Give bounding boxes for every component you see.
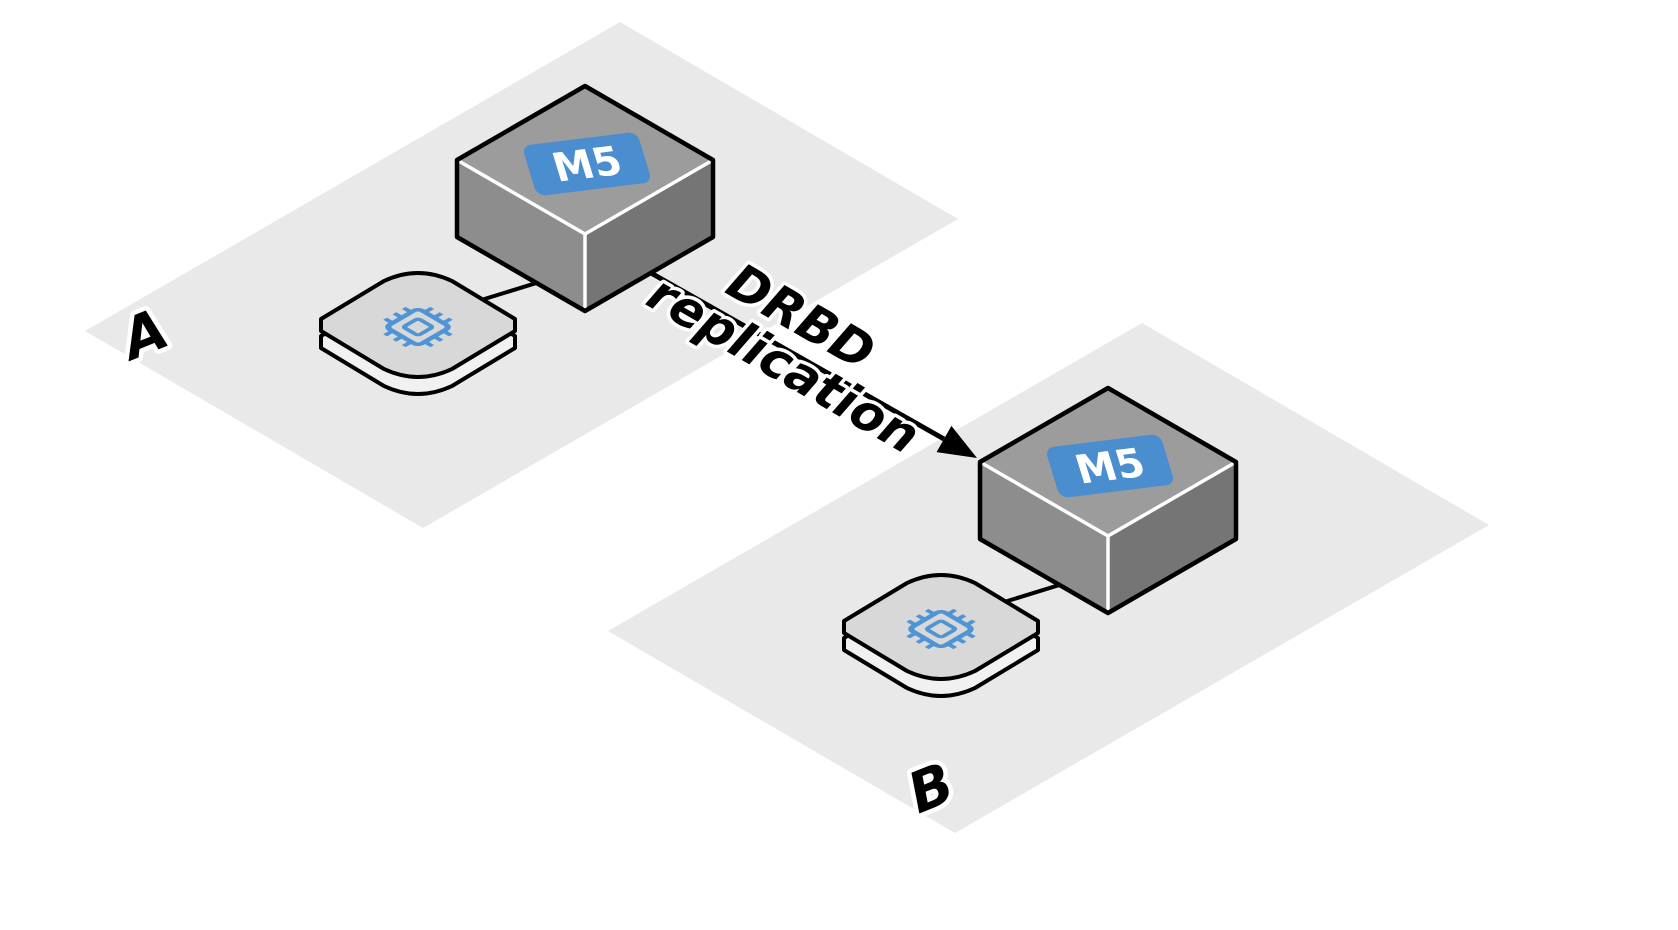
device-a-top — [319, 271, 517, 379]
node-b-group: M5 — [842, 385, 1239, 698]
cube-a-left-face — [457, 160, 585, 311]
cube-b-outline — [977, 385, 1239, 616]
chip-icon — [906, 608, 976, 650]
device-b — [842, 573, 1040, 698]
replication-arrowhead — [936, 425, 977, 458]
server-a-badge: M5 — [523, 132, 651, 196]
cube-b-left-face — [980, 462, 1108, 613]
replication-arrow-line — [649, 270, 946, 442]
cube-a-right-face — [585, 160, 713, 311]
cube-a-inner-edges — [456, 158, 714, 311]
server-b-badge: M5 — [1046, 434, 1174, 498]
device-b-top — [842, 573, 1040, 681]
server-b-badge-label: M5 — [1070, 440, 1151, 494]
server-a-cube: M5 — [454, 83, 716, 314]
cube-b-right-face — [1108, 462, 1236, 613]
server-b-badge-plate — [1046, 434, 1174, 498]
node-a-group: M5 — [319, 83, 716, 396]
cube-a-outline — [454, 83, 716, 314]
server-a-badge-plate — [523, 132, 651, 196]
server-a-badge-label: M5 — [547, 138, 628, 192]
cube-b-inner-edges — [979, 460, 1237, 613]
server-b-cube: M5 — [977, 385, 1239, 616]
device-a — [319, 271, 517, 396]
chip-icon — [383, 306, 453, 348]
